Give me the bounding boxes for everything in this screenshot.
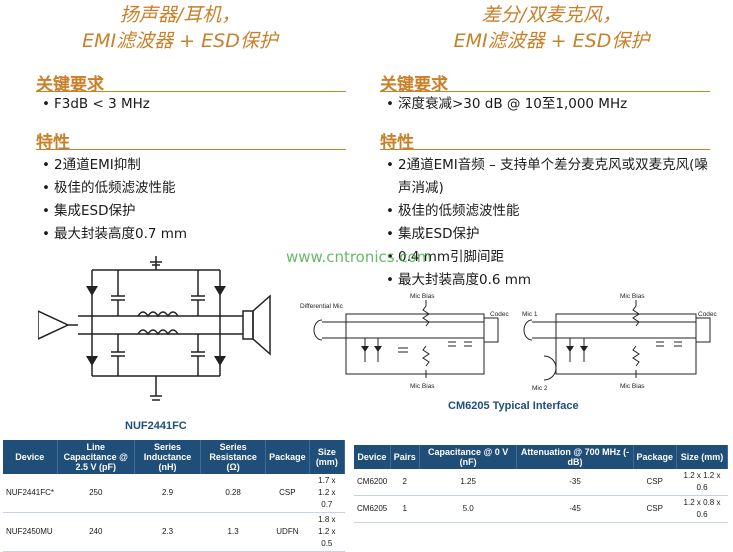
- table-header: Attenuation @ 700 MHz (-dB): [516, 445, 634, 469]
- codec-label: Codec: [490, 311, 510, 318]
- left-column: 扬声器/耳机， EMI滤波器 + ESD保护: [0, 0, 360, 54]
- right-requirements-rule: [380, 91, 710, 92]
- table-cell: 5.0: [419, 495, 517, 523]
- watermark: www.cntronics.com: [286, 248, 432, 266]
- left-features-list: 2通道EMI抑制 极佳的低频滤波性能 集成ESD保护 最大封装高度0.7 mm: [40, 154, 187, 246]
- table-header: Size (mm): [676, 445, 728, 469]
- table-header: Package: [265, 440, 310, 474]
- table-header-row: Device Line Capacitance @ 2.5 V (pF) Ser…: [3, 440, 346, 474]
- left-title-line2: EMI滤波器 + ESD保护: [82, 30, 278, 52]
- table-row: CM6205 1 5.0 -45 CSP 1.2 x 0.8 x 0.6: [354, 495, 728, 523]
- table-header: Device: [354, 445, 391, 469]
- mic1-label: Mic 1: [522, 311, 538, 318]
- table-header: Pairs: [390, 445, 420, 469]
- table-header: Capacitance @ 0 V (nF): [419, 445, 518, 469]
- right-features-list: 2通道EMI音频 – 支持单个差分麦克风或双麦克风(噪声消减) 极佳的低频滤波性…: [384, 154, 714, 292]
- table-header: Size (mm): [309, 440, 346, 474]
- table-header: Device: [3, 440, 58, 474]
- right-title-line2: EMI滤波器 + ESD保护: [453, 30, 650, 52]
- table-cell: 1.2 x 1.2 x 0.6: [676, 469, 728, 496]
- list-item: 最大封装高度0.7 mm: [40, 223, 187, 246]
- table-cell: 240: [57, 512, 135, 552]
- list-item: 极佳的低频滤波性能: [384, 200, 714, 223]
- right-features-rule: [380, 149, 710, 150]
- cm6205-interface-diagram: Differential Mic Mic Bias Mic Bias Codec…: [300, 293, 718, 392]
- table-row: NUF2450MU 240 2.3 1.3 UDFN 1.8 x 1.2 x 0…: [3, 512, 345, 552]
- left-features-rule: [36, 149, 346, 150]
- table-cell: CSP: [633, 469, 677, 496]
- list-item: 深度衰减>30 dB @ 10至1,000 MHz: [384, 93, 627, 116]
- list-item: 最大封装高度0.6 mm: [384, 269, 714, 292]
- right-column: 差分/双麦克风， EMI滤波器 + ESD保护: [370, 0, 733, 54]
- table-cell: CSP: [265, 474, 310, 513]
- list-item: 2通道EMI抑制: [40, 154, 187, 177]
- left-product-table: Device Line Capacitance @ 2.5 V (pF) Ser…: [3, 440, 346, 552]
- table-cell: 1.3: [200, 512, 266, 552]
- table-cell: 0.28: [200, 474, 266, 513]
- nuf2441fc-circuit-diagram: [38, 256, 271, 401]
- mic-bias-bottom-label: Mic Bias: [410, 383, 435, 390]
- codec2-label: Codec: [698, 311, 718, 318]
- table-cell: 1.7 x 1.2 x 0.7: [309, 474, 345, 513]
- table-cell: -45: [516, 495, 633, 523]
- table-cell: -35: [516, 469, 633, 496]
- mic-bias-top-label: Mic Bias: [410, 293, 435, 300]
- table-header: Series Inductance (nH): [134, 440, 202, 474]
- table-cell: NUF2441FC*: [3, 474, 58, 513]
- list-item: 集成ESD保护: [384, 223, 714, 246]
- table-cell: 2.9: [134, 474, 201, 513]
- left-features-heading: 特性: [36, 133, 70, 153]
- table-cell: 1.8 x 1.2 x 0.5: [309, 512, 345, 552]
- list-item: 极佳的低频滤波性能: [40, 177, 187, 200]
- list-item: 0.4 mm引脚间距: [384, 246, 714, 269]
- table-cell: CM6205: [354, 495, 391, 523]
- right-product-table: Device Pairs Capacitance @ 0 V (nF) Atte…: [354, 445, 728, 523]
- right-title-line1: 差分/双麦克风，: [481, 4, 622, 26]
- table-cell: CM6200: [354, 469, 391, 496]
- table-cell: NUF2450MU: [3, 512, 58, 552]
- table-row: CM6200 2 1.25 -35 CSP 1.2 x 1.2 x 0.6: [354, 469, 728, 496]
- table-header-row: Device Pairs Capacitance @ 0 V (nF) Atte…: [354, 445, 728, 469]
- right-requirements-heading: 关键要求: [380, 75, 448, 95]
- left-requirements-list: F3dB < 3 MHz: [40, 93, 150, 116]
- table-header: Package: [633, 445, 678, 469]
- table-cell: CSP: [633, 495, 677, 523]
- table-cell: 1: [390, 495, 420, 523]
- differential-mic-label: Differential Mic: [300, 303, 344, 310]
- mic2-label: Mic 2: [532, 385, 548, 392]
- mic-bias-top2-label: Mic Bias: [620, 293, 645, 300]
- table-cell: 2: [390, 469, 420, 496]
- table-cell: 1.2 x 0.8 x 0.6: [676, 495, 728, 523]
- table-cell: 1.25: [419, 469, 517, 496]
- list-item: 2通道EMI音频 – 支持单个差分麦克风或双麦克风(噪声消减): [384, 154, 714, 200]
- left-requirements-heading: 关键要求: [36, 75, 104, 95]
- left-requirements-rule: [36, 91, 346, 92]
- table-cell: 250: [57, 474, 135, 513]
- mic-bias-bottom2-label: Mic Bias: [620, 383, 645, 390]
- left-diagram-caption: NUF2441FC: [125, 420, 187, 432]
- left-title-line1: 扬声器/耳机，: [119, 4, 241, 26]
- list-item: 集成ESD保护: [40, 200, 187, 223]
- table-row: NUF2441FC* 250 2.9 0.28 CSP 1.7 x 1.2 x …: [3, 474, 345, 513]
- right-diagram-caption: CM6205 Typical Interface: [448, 400, 579, 412]
- right-features-heading: 特性: [380, 133, 414, 153]
- right-requirements-list: 深度衰减>30 dB @ 10至1,000 MHz: [384, 93, 627, 116]
- table-cell: UDFN: [265, 512, 310, 552]
- table-header: Line Capacitance @ 2.5 V (pF): [57, 440, 135, 474]
- list-item: F3dB < 3 MHz: [40, 93, 150, 116]
- table-header: Series Resistance (Ω): [200, 440, 267, 474]
- table-cell: 2.3: [134, 512, 201, 552]
